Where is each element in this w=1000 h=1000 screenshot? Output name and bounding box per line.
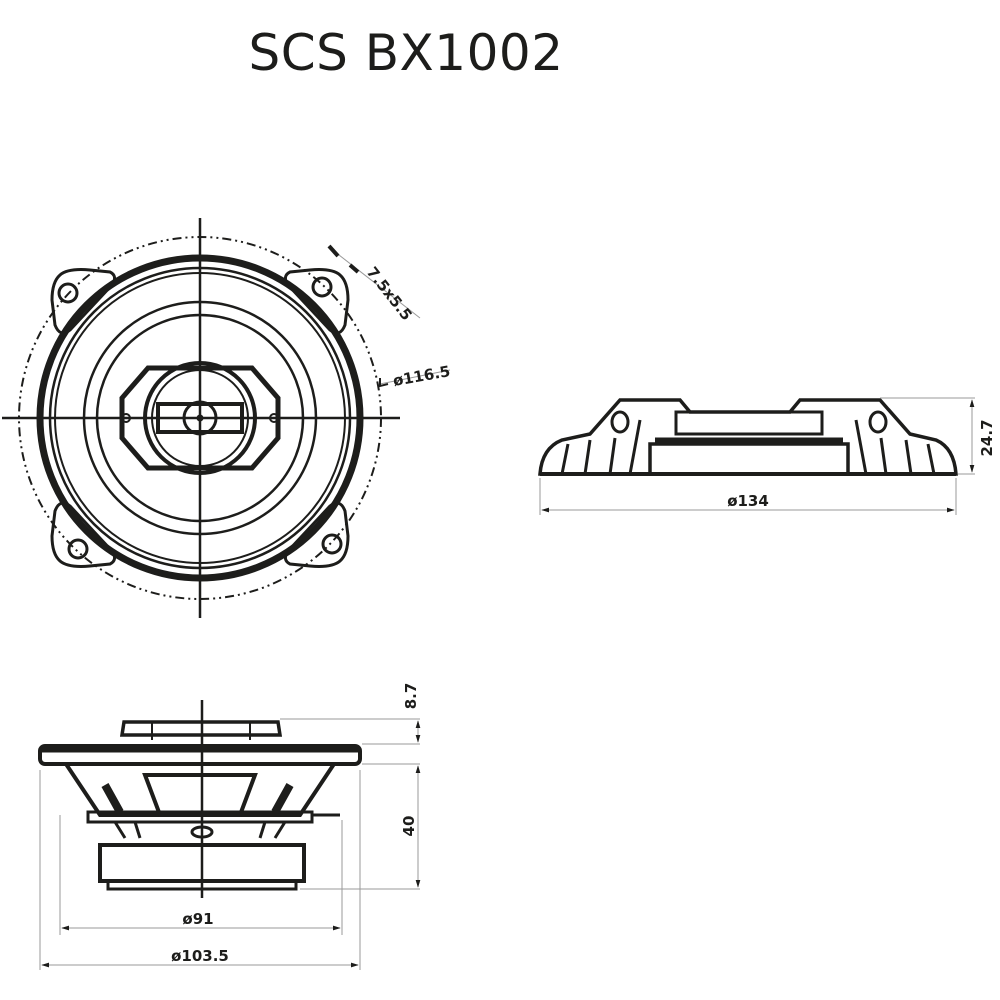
drawing-title: SCS BX1002	[248, 24, 564, 82]
profile-dimension-lines	[539, 397, 975, 515]
tweeter-housing	[119, 365, 281, 471]
surround-ring	[82, 300, 318, 536]
mounting-ears	[50, 268, 350, 568]
outer-ring	[36, 254, 364, 582]
tweeter-ring	[143, 361, 257, 475]
profile-width-dimension: ø134	[727, 492, 769, 510]
mount-holes	[57, 276, 343, 560]
tweeter-bridge	[156, 402, 244, 434]
basket-flange	[38, 744, 362, 766]
profile-height-dimension: 24.7	[978, 419, 996, 456]
tweeter-dome	[182, 400, 218, 436]
front-view	[2, 218, 451, 618]
mount-circle	[18, 236, 382, 600]
tweeter-cap	[119, 720, 283, 737]
tweeter-height-dimension: 8.7	[402, 683, 420, 710]
side-section-view	[38, 700, 362, 898]
mount-circle-dimension: ø116.5	[392, 362, 452, 390]
cutout-dimension: ø91	[182, 910, 213, 928]
side-dimension-lines	[39, 718, 420, 970]
depth-dimension: 40	[400, 816, 418, 837]
basket-dimension: ø103.5	[171, 947, 229, 965]
side-profile-view	[538, 398, 958, 476]
mount-hole-dimension: 7.5x5.5	[363, 263, 416, 324]
